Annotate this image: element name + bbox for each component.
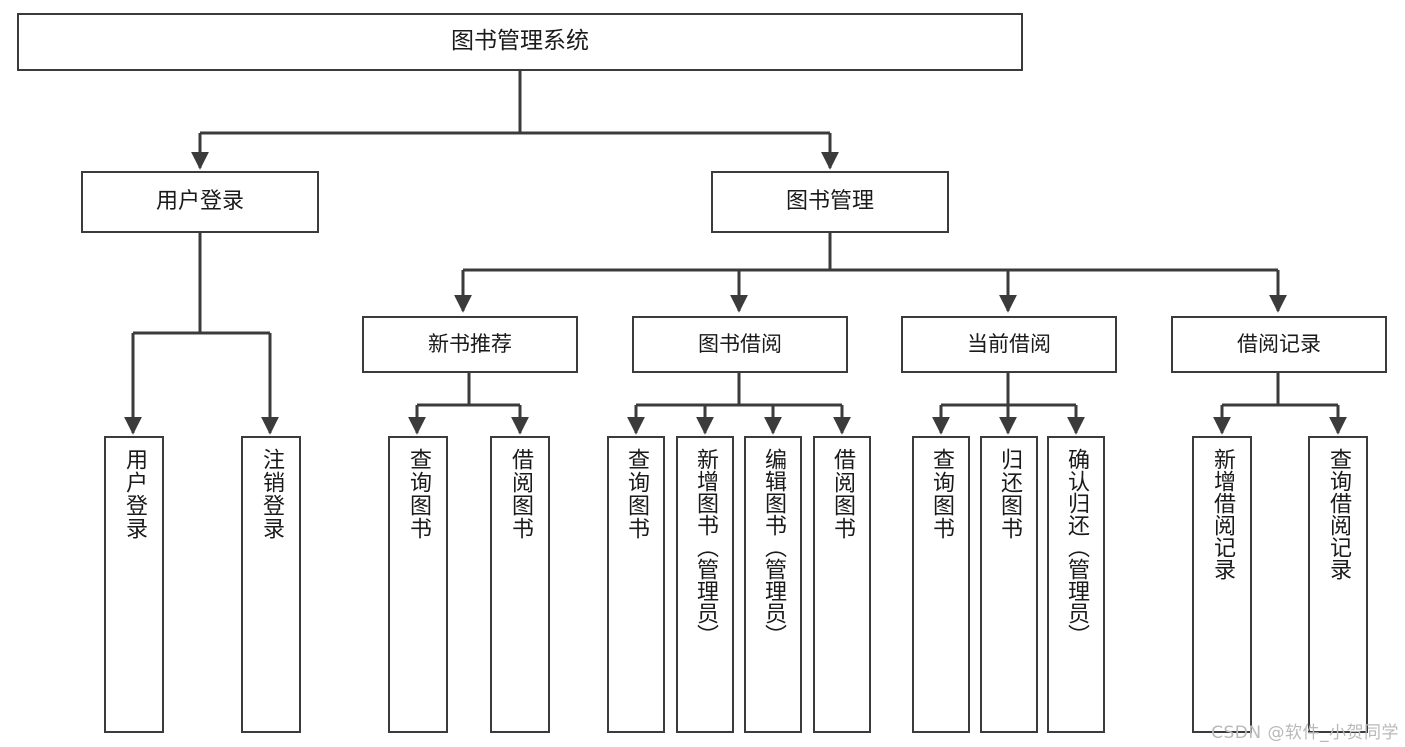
node-leaf-label: 查询图书 xyxy=(929,448,954,540)
node-book-borrow[interactable]: 图书借阅 xyxy=(632,316,848,373)
node-borrow-record-label: 借阅记录 xyxy=(1237,331,1321,356)
node-book-borrow-label: 图书借阅 xyxy=(698,331,782,356)
node-leaf-label: 查询借阅记录 xyxy=(1326,448,1351,580)
node-leaf-record-add-record[interactable]: 新增借阅记录 xyxy=(1192,436,1252,733)
csdn-watermark: CSDN @软件_小贺同学 xyxy=(1211,723,1399,743)
node-leaf-label: 编辑图书（管理员） xyxy=(761,448,786,646)
node-leaf-label: 新增图书（管理员） xyxy=(693,448,718,646)
node-leaf-borrow-add-book-admin[interactable]: 新增图书（管理员） xyxy=(676,436,734,733)
node-leaf-borrow-edit-book-admin[interactable]: 编辑图书（管理员） xyxy=(744,436,802,733)
node-user-login-label: 用户登录 xyxy=(155,188,244,214)
node-leaf-label: 注销登录 xyxy=(259,448,284,540)
node-leaf-borrow-query-book[interactable]: 查询图书 xyxy=(607,436,665,733)
node-book-management[interactable]: 图书管理 xyxy=(711,171,949,233)
node-leaf-current-confirm-return-admin[interactable]: 确认归还（管理员） xyxy=(1047,436,1105,733)
node-root-book-management-system[interactable]: 图书管理系统 xyxy=(17,13,1023,71)
node-leaf-label: 归还图书 xyxy=(997,448,1022,540)
node-leaf-current-return-book[interactable]: 归还图书 xyxy=(980,436,1038,733)
node-current-borrow[interactable]: 当前借阅 xyxy=(901,316,1117,373)
node-borrow-record[interactable]: 借阅记录 xyxy=(1171,316,1387,373)
node-leaf-user-login-logout[interactable]: 注销登录 xyxy=(241,436,301,733)
node-leaf-label: 借阅图书 xyxy=(508,448,533,540)
node-new-book-recommend[interactable]: 新书推荐 xyxy=(362,316,578,373)
node-leaf-user-login-do-login[interactable]: 用户登录 xyxy=(104,436,164,733)
node-leaf-label: 新增借阅记录 xyxy=(1210,448,1235,580)
node-leaf-new-book-query-book[interactable]: 查询图书 xyxy=(388,436,448,733)
node-leaf-label: 查询图书 xyxy=(624,448,649,540)
node-book-management-label: 图书管理 xyxy=(785,188,874,214)
node-current-borrow-label: 当前借阅 xyxy=(967,331,1051,356)
node-leaf-label: 确认归还（管理员） xyxy=(1064,448,1089,646)
node-leaf-new-book-borrow-book[interactable]: 借阅图书 xyxy=(490,436,550,733)
node-root-label: 图书管理系统 xyxy=(451,28,589,55)
node-leaf-label: 查询图书 xyxy=(406,448,431,540)
node-leaf-label: 用户登录 xyxy=(122,448,147,540)
node-leaf-record-query-record[interactable]: 查询借阅记录 xyxy=(1308,436,1368,733)
node-leaf-current-query-book[interactable]: 查询图书 xyxy=(912,436,970,733)
node-user-login[interactable]: 用户登录 xyxy=(81,171,319,233)
node-new-book-recommend-label: 新书推荐 xyxy=(428,331,512,356)
node-leaf-borrow-borrow-book[interactable]: 借阅图书 xyxy=(813,436,871,733)
node-leaf-label: 借阅图书 xyxy=(830,448,855,540)
